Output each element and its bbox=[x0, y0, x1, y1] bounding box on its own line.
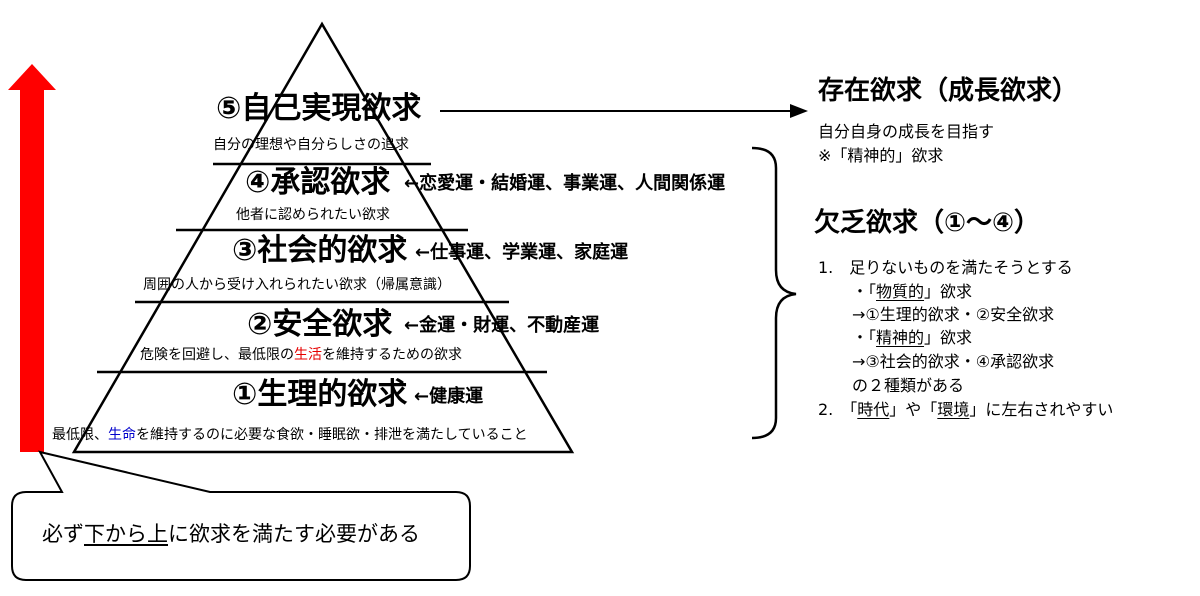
deficiency-item2-pre: 2. 「 bbox=[818, 400, 858, 419]
deficiency-sub2: →①生理的欲求・②安全欲求 bbox=[852, 305, 1055, 324]
level3-desc: 周囲の人から受け入れられたい欲求（帰属意識） bbox=[143, 277, 451, 293]
deficiency-sub1-underlined: 物質的 bbox=[876, 282, 925, 301]
callout-text-pre: 必ず bbox=[42, 522, 84, 546]
callout-text-underlined: 下から上 bbox=[84, 522, 168, 546]
deficiency-item1: 1. 足りないものを満たそうとする bbox=[818, 258, 1073, 277]
level2-desc-pre: 危険を回避し、最低限の bbox=[140, 347, 294, 363]
level2-title: ②安全欲求 bbox=[247, 307, 393, 342]
level2-desc-highlight: 生活 bbox=[294, 347, 322, 363]
level5-desc: 自分の理想や自分らしさの追求 bbox=[213, 137, 409, 153]
upward-arrow-head bbox=[8, 64, 56, 90]
callout-text-post: に欲求を満たす必要がある bbox=[168, 522, 420, 546]
deficiency-sub1-pre: ・「 bbox=[852, 282, 877, 301]
level3-title: ③社会的欲求 bbox=[232, 233, 408, 268]
deficiency-item2-mid: 」や「 bbox=[889, 400, 938, 419]
pyramid-outline bbox=[71, 21, 575, 454]
level5-title: ⑤自己実現欲求 bbox=[216, 91, 422, 126]
curly-brace bbox=[751, 146, 797, 440]
deficiency-sub3-underlined: 精神的 bbox=[876, 328, 925, 347]
level4-luck: ←恋愛運・結婚運、事業運、人間関係運 bbox=[404, 173, 726, 194]
deficiency-sub5: の２種類がある bbox=[852, 376, 965, 395]
deficiency-sub1-post: 」欲求 bbox=[924, 282, 973, 301]
deficiency-item2: 2. 「時代」や「環境」に左右されやすい bbox=[818, 402, 1113, 418]
deficiency-sub3-pre: ・「 bbox=[852, 328, 877, 347]
level4-desc: 他者に認められたい欲求 bbox=[236, 207, 390, 223]
deficiency-heading: 欠乏欲求（①〜④） bbox=[814, 208, 1041, 238]
level2-desc: 危険を回避し、最低限の生活を維持するための欲求 bbox=[140, 348, 462, 362]
pyramid-triangle bbox=[71, 21, 575, 454]
callout-text: 必ず下から上に欲求を満たす必要がある bbox=[42, 524, 420, 545]
upward-arrow bbox=[8, 64, 56, 452]
callout-box-shape bbox=[11, 450, 471, 581]
level3-luck: ←仕事運、学業運、家庭運 bbox=[415, 242, 629, 263]
level1-title: ①生理的欲求 bbox=[232, 377, 408, 412]
deficiency-item2-underlined-2: 環境 bbox=[937, 400, 970, 419]
level2-desc-post: を維持するための欲求 bbox=[322, 347, 462, 363]
level1-luck: ←健康運 bbox=[414, 386, 484, 407]
connector-arrow bbox=[440, 104, 808, 118]
level1-desc-highlight: 生命 bbox=[108, 427, 136, 443]
deficiency-sub3-post: 」欲求 bbox=[924, 328, 973, 347]
deficiency-item2-underlined-1: 時代 bbox=[857, 400, 890, 419]
existence-line2: ※「精神的」欲求 bbox=[818, 146, 944, 165]
deficiency-sub4: →③社会的欲求・④承認欲求 bbox=[852, 352, 1055, 371]
level1-desc-pre: 最低限、 bbox=[52, 427, 108, 443]
level4-title: ④承認欲求 bbox=[245, 165, 391, 200]
level2-luck: ←金運・財運、不動産運 bbox=[404, 315, 600, 336]
level1-desc-post: を維持するのに必要な食欲・睡眠欲・排泄を満たしていること bbox=[136, 427, 528, 443]
upward-arrow-shaft bbox=[20, 88, 44, 452]
deficiency-item2-post: 」に左右されやすい bbox=[969, 400, 1114, 419]
deficiency-sub3: ・「精神的」欲求 bbox=[852, 330, 972, 346]
level1-desc: 最低限、生命を維持するのに必要な食欲・睡眠欲・排泄を満たしていること bbox=[52, 428, 528, 442]
existence-heading: 存在欲求（成長欲求） bbox=[818, 76, 1079, 106]
deficiency-sub1: ・「物質的」欲求 bbox=[852, 284, 972, 300]
existence-line1: 自分自身の成長を目指す bbox=[818, 122, 995, 141]
